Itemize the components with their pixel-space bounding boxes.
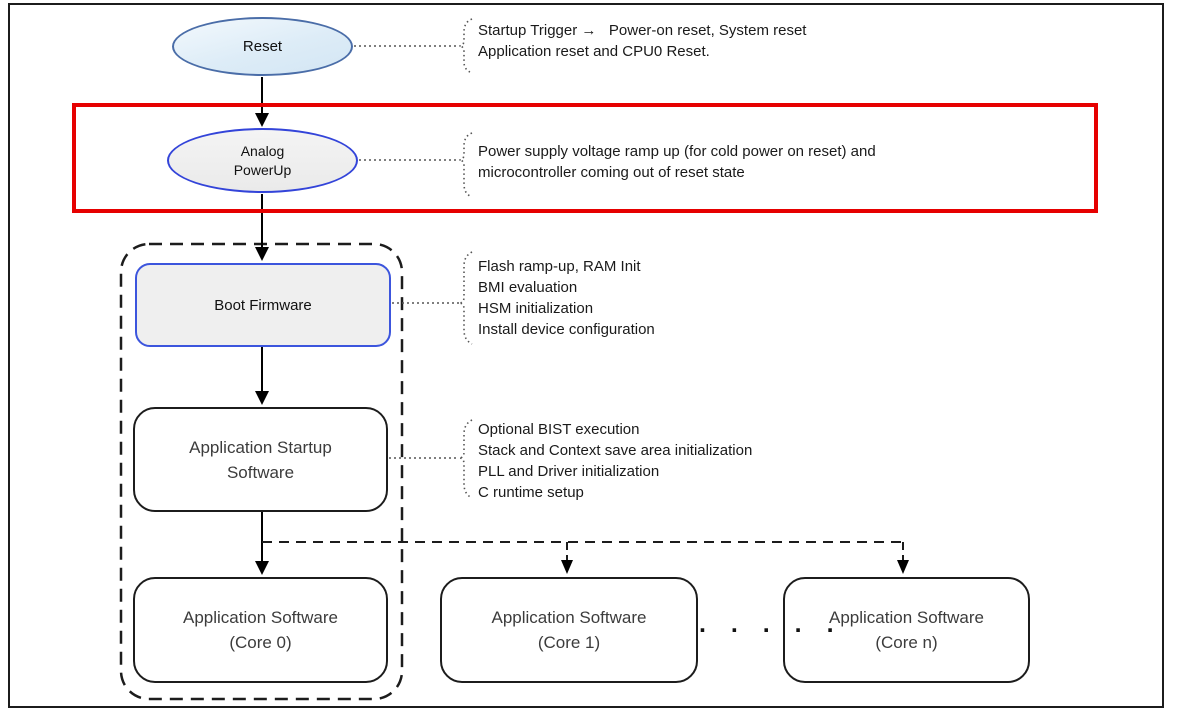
bracket-boot <box>458 251 473 345</box>
node-core1-label-line2: (Core 1) <box>537 633 601 652</box>
arrowhead-branch-to-coren <box>897 560 909 574</box>
node-application-software-core1: Application Software (Core 1) <box>440 577 698 683</box>
node-application-startup-label-line2: Software <box>226 462 295 482</box>
node-application-software-core0: Application Software (Core 0) <box>133 577 388 683</box>
node-reset: Reset <box>172 17 353 76</box>
annotation-boot-line4: Install device configuration <box>478 321 655 338</box>
node-boot-firmware-label: Boot Firmware <box>214 296 312 314</box>
arrowhead-branch-to-core1 <box>561 560 573 574</box>
node-core0-label-line2: (Core 0) <box>229 633 292 652</box>
node-analog-powerup-label-line1: Analog <box>240 142 285 159</box>
annotation-app-line4: C runtime setup <box>478 484 584 501</box>
annotation-analog-line1: Power supply voltage ramp up (for cold p… <box>478 143 876 160</box>
annotation-boot-line2: BMI evaluation <box>478 279 578 296</box>
bracket-reset <box>458 18 473 74</box>
annotation-app-line3: PLL and Driver initialization <box>478 463 660 480</box>
node-application-startup-software: Application Startup Software <box>133 407 388 512</box>
node-analog-powerup: Analog PowerUp <box>167 128 358 193</box>
node-reset-label: Reset <box>242 38 283 55</box>
annotation-analog-line2: microcontroller coming out of reset stat… <box>478 164 745 181</box>
node-application-startup-label-line1: Application Startup <box>189 437 332 457</box>
arrowhead-reset-to-analog <box>255 113 269 127</box>
node-core0-label-line1: Application Software <box>183 608 338 627</box>
annotation-reset: Startup Trigger → Power-on reset, System… <box>478 20 806 62</box>
annotation-app-line1: Optional BIST execution <box>478 421 640 438</box>
bracket-analog <box>458 132 473 198</box>
core-continuation-dots: . . . . . <box>699 610 843 638</box>
node-application-software-coren: Application Software (Core n) <box>783 577 1030 683</box>
annotation-app-line2: Stack and Context save area initializati… <box>478 442 753 459</box>
annotation-boot-line1: Flash ramp-up, RAM Init <box>478 258 641 275</box>
bracket-appstartup <box>458 419 473 499</box>
annotation-app-startup: Optional BIST execution Stack and Contex… <box>478 419 752 503</box>
annotation-reset-line2: Application reset and CPU0 Reset. <box>478 43 710 60</box>
node-core1-label-line1: Application Software <box>491 608 647 627</box>
node-coren-label-line1: Application Software <box>829 608 984 627</box>
annotation-boot-line3: HSM initialization <box>478 300 594 317</box>
arrowhead-analog-to-boot <box>255 247 269 261</box>
node-coren-label-line2: (Core n) <box>875 633 938 652</box>
arrowhead-appstartup-to-core0 <box>255 561 269 575</box>
node-boot-firmware: Boot Firmware <box>135 263 391 347</box>
outer-frame <box>8 3 1164 708</box>
highlight-rectangle <box>72 103 1098 213</box>
annotation-reset-line1: Startup Trigger → Power-on reset, System… <box>478 22 807 39</box>
arrowhead-boot-to-appstartup <box>255 391 269 405</box>
annotation-analog-powerup: Power supply voltage ramp up (for cold p… <box>478 141 876 183</box>
annotation-boot-firmware: Flash ramp-up, RAM Init BMI evaluation H… <box>478 256 655 340</box>
node-analog-powerup-label-line2: PowerUp <box>233 161 292 178</box>
